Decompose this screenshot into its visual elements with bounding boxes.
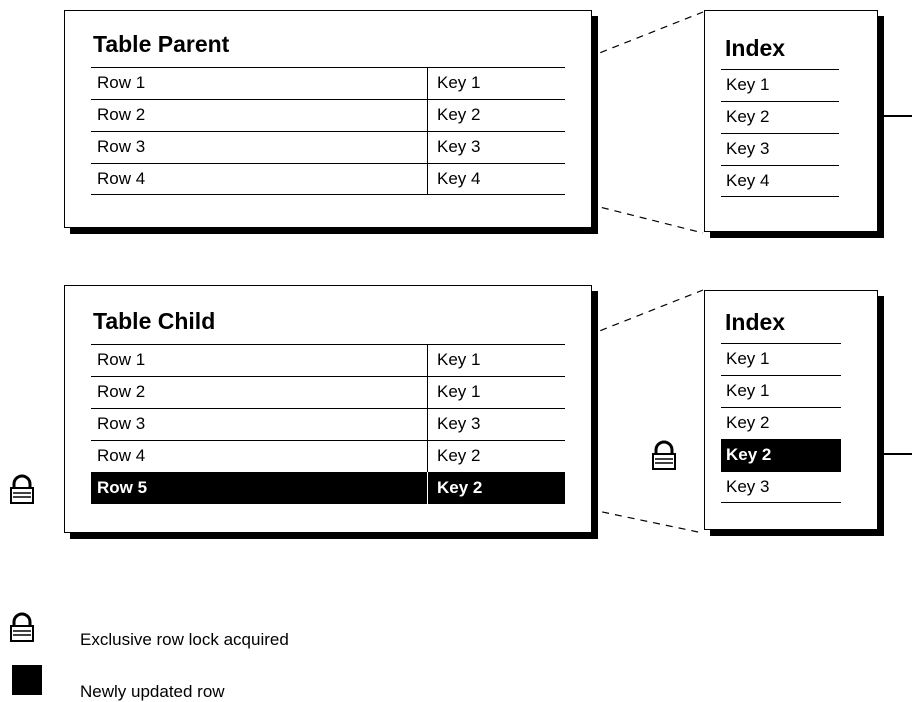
table-parent-box: Table Parent Row 1 Key 1 Row 2 Key 2 Row… — [64, 10, 592, 228]
padlock-icon — [10, 612, 34, 642]
row-key: Key 1 — [437, 382, 481, 401]
index-key: Key 1 — [726, 381, 770, 400]
table-child-title: Table Child — [93, 308, 216, 334]
index-row: Key 3 — [721, 471, 841, 503]
row-label: Row 2 — [97, 382, 146, 401]
black-square-icon — [12, 665, 42, 695]
table-row: Row 2 Key 1 — [91, 376, 565, 409]
index-row-highlighted: Key 2 — [721, 439, 841, 471]
row-key: Key 3 — [437, 414, 481, 433]
legend-updated-label: Newly updated row — [80, 682, 225, 701]
table-row: Row 3 Key 3 — [91, 408, 565, 441]
index-key: Key 2 — [726, 445, 772, 464]
row-key: Key 2 — [437, 105, 481, 124]
index-row: Key 2 — [721, 101, 839, 133]
table-row: Row 1 Key 1 — [91, 67, 565, 100]
index-row: Key 3 — [721, 133, 839, 165]
table-row: Row 4 Key 4 — [91, 163, 565, 195]
legend-lock-label: Exclusive row lock acquired — [80, 630, 289, 649]
index-key: Key 1 — [726, 349, 770, 368]
row-key: Key 2 — [437, 478, 483, 497]
index-row: Key 4 — [721, 165, 839, 197]
row-label: Row 3 — [97, 414, 146, 433]
index-key: Key 3 — [726, 477, 770, 496]
row-key: Key 1 — [437, 350, 481, 369]
row-label: Row 2 — [97, 105, 146, 124]
index-row: Key 2 — [721, 407, 841, 439]
column-divider — [427, 131, 428, 164]
index-key: Key 2 — [726, 413, 770, 432]
column-divider — [427, 163, 428, 195]
column-divider — [427, 472, 428, 504]
column-divider — [427, 99, 428, 132]
parent-index-connector-bottom — [563, 197, 704, 234]
child-index-title: Index — [725, 309, 786, 335]
index-key: Key 4 — [726, 171, 770, 190]
table-row: Row 2 Key 2 — [91, 99, 565, 132]
column-divider — [427, 344, 428, 377]
table-row: Row 4 Key 2 — [91, 440, 565, 473]
child-index-box: Index Key 1 Key 1 Key 2 Key 2 Key 3 — [704, 290, 878, 530]
column-divider — [427, 376, 428, 409]
row-key: Key 2 — [437, 446, 481, 465]
table-row: Row 3 Key 3 — [91, 131, 565, 164]
table-row: Row 1 Key 1 — [91, 344, 565, 377]
parent-index-title: Index — [725, 35, 786, 61]
row-label: Row 1 — [97, 350, 146, 369]
row-label: Row 4 — [97, 446, 146, 465]
table-parent-title: Table Parent — [93, 31, 230, 57]
index-key: Key 2 — [726, 107, 770, 126]
row-key: Key 3 — [437, 137, 481, 156]
row-key: Key 4 — [437, 169, 481, 188]
row-key: Key 1 — [437, 73, 481, 92]
column-divider — [427, 440, 428, 473]
index-key: Key 1 — [726, 75, 770, 94]
index-row: Key 1 — [721, 375, 841, 407]
parent-index-box: Index Key 1 Key 2 Key 3 Key 4 — [704, 10, 878, 232]
padlock-icon — [10, 474, 34, 504]
column-divider — [427, 408, 428, 441]
column-divider — [427, 67, 428, 100]
row-label: Row 5 — [97, 478, 148, 497]
row-label: Row 3 — [97, 137, 146, 156]
row-label: Row 4 — [97, 169, 146, 188]
index-row: Key 1 — [721, 343, 841, 375]
padlock-icon — [652, 440, 676, 470]
table-row-highlighted: Row 5 Key 2 — [91, 472, 565, 504]
index-key: Key 3 — [726, 139, 770, 158]
child-index-connector-bottom — [563, 503, 704, 534]
index-row: Key 1 — [721, 69, 839, 101]
table-child-box: Table Child Row 1 Key 1 Row 2 Key 1 Row … — [64, 285, 592, 533]
row-label: Row 1 — [97, 73, 146, 92]
